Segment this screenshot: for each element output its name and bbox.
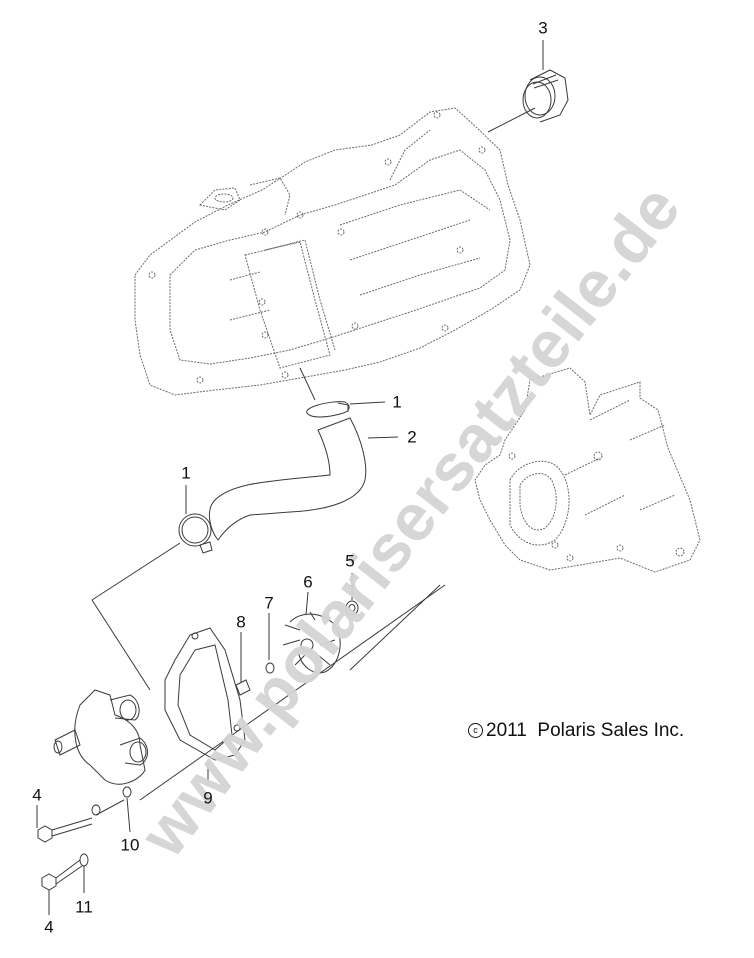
- callout-3: 3: [538, 18, 548, 38]
- callout-11: 11: [75, 897, 93, 917]
- callout-8: 8: [236, 612, 246, 632]
- callout-4-lower: 4: [44, 917, 54, 937]
- part-9-gasket: [164, 627, 246, 785]
- part-10-dowel: [91, 786, 132, 833]
- callout-7: 7: [264, 593, 274, 613]
- cylinder-head-drawing: [134, 107, 531, 396]
- part-4-upper-bolt: [36, 805, 93, 843]
- callout-6: 6: [303, 572, 313, 592]
- part-1-upper-clamp: [299, 367, 386, 418]
- part-4-lower-bolt: [41, 859, 83, 915]
- copyright-owner: Polaris Sales Inc.: [537, 720, 685, 741]
- part-6-impeller: [282, 591, 341, 674]
- crankcase-drawing: [474, 367, 701, 573]
- callout-1-lower: 1: [181, 463, 191, 483]
- callout-2: 2: [407, 427, 417, 447]
- callout-5: 5: [345, 551, 355, 571]
- water-pump-housing: [53, 689, 148, 785]
- callout-10: 10: [120, 835, 140, 855]
- part-11-washer: [79, 853, 89, 893]
- part-2-hose: [208, 417, 399, 541]
- copyright-year: 2011: [486, 720, 527, 741]
- callout-9: 9: [203, 788, 213, 808]
- part-1-lower-clamp: [91, 485, 213, 601]
- callout-4-upper: 4: [32, 785, 42, 805]
- part-3-plug: [487, 40, 569, 133]
- part-5-nut: [345, 573, 359, 616]
- part-7-washer: [265, 613, 275, 674]
- callout-1-upper: 1: [392, 392, 402, 412]
- part-8-nut: [235, 632, 251, 696]
- copyright-icon: c: [468, 723, 483, 738]
